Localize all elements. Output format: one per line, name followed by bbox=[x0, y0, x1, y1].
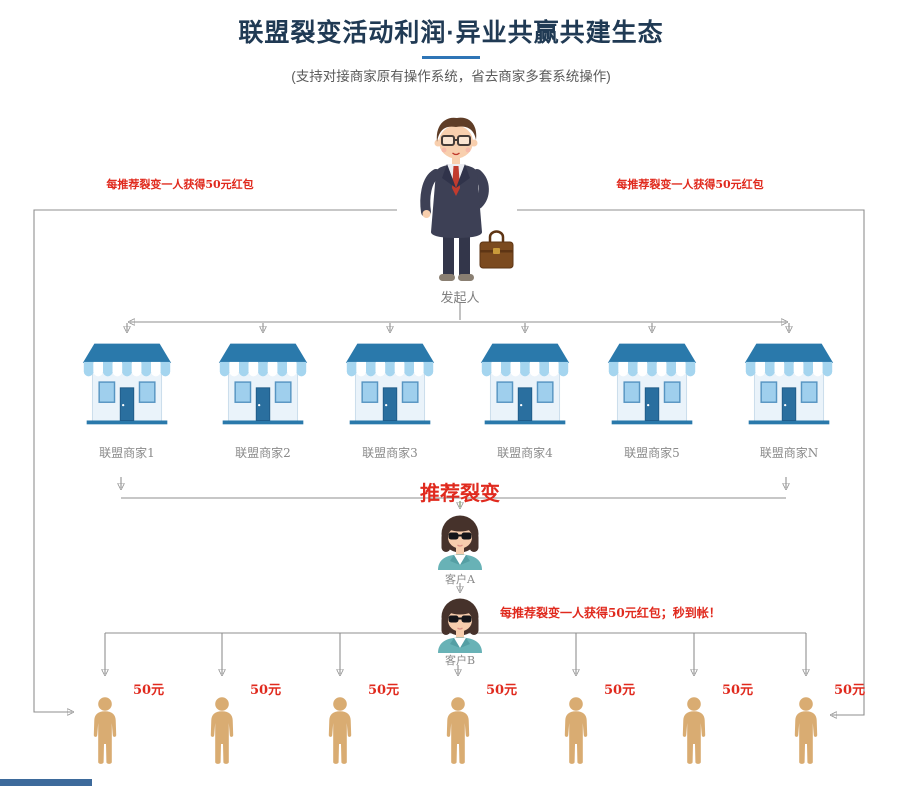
reward-label: 50元 bbox=[133, 683, 165, 698]
merchant-label: 联盟商家1 bbox=[99, 446, 155, 460]
store-icon bbox=[741, 338, 837, 430]
store-icon bbox=[604, 338, 700, 430]
reward-banner-left: 每推荐裂变一人获得50元红包 bbox=[106, 178, 254, 191]
customer-a-icon bbox=[428, 513, 492, 570]
page-title: 联盟裂变活动利润·异业共赢共建生态 bbox=[238, 19, 664, 47]
businessman-icon bbox=[398, 116, 514, 288]
receiver-person-icon bbox=[204, 697, 240, 767]
footer-accent-bar bbox=[0, 779, 92, 786]
reward-label: 50元 bbox=[604, 683, 636, 698]
store-icon bbox=[342, 338, 438, 430]
reward-label: 50元 bbox=[486, 683, 518, 698]
reward-banner-right: 每推荐裂变一人获得50元红包 bbox=[616, 178, 764, 191]
receiver-person-icon bbox=[558, 697, 594, 767]
title-underline-divider bbox=[422, 56, 480, 59]
customer-a-label: 客户A bbox=[445, 573, 475, 586]
initiator-label: 发起人 bbox=[440, 291, 480, 306]
store-icon bbox=[79, 338, 175, 430]
merchant-label: 联盟商家N bbox=[759, 446, 819, 460]
fission-headline: 推荐裂变 bbox=[420, 481, 500, 505]
merchant-label: 联盟商家2 bbox=[235, 446, 291, 460]
reward-label: 50元 bbox=[250, 683, 282, 698]
receiver-person-icon bbox=[788, 697, 824, 767]
store-icon bbox=[477, 338, 573, 430]
receiver-person-icon bbox=[322, 697, 358, 767]
store-icon bbox=[215, 338, 311, 430]
page-subtitle: (支持对接商家原有操作系统，省去商家多套系统操作) bbox=[291, 69, 611, 84]
customer-b-icon bbox=[428, 596, 492, 653]
reward-label: 50元 bbox=[722, 683, 754, 698]
receiver-person-icon bbox=[676, 697, 712, 767]
merchant-label: 联盟商家4 bbox=[497, 446, 553, 460]
customer-b-label: 客户B bbox=[444, 654, 476, 667]
merchant-label: 联盟商家5 bbox=[624, 446, 680, 460]
reward-label: 50元 bbox=[834, 683, 866, 698]
receiver-person-icon bbox=[87, 697, 123, 767]
receiver-person-icon bbox=[440, 697, 476, 767]
merchant-label: 联盟商家3 bbox=[362, 446, 418, 460]
customer-b-reward-note: 每推荐裂变一人获得50元红包；秒到帐！ bbox=[500, 606, 721, 620]
reward-label: 50元 bbox=[368, 683, 400, 698]
